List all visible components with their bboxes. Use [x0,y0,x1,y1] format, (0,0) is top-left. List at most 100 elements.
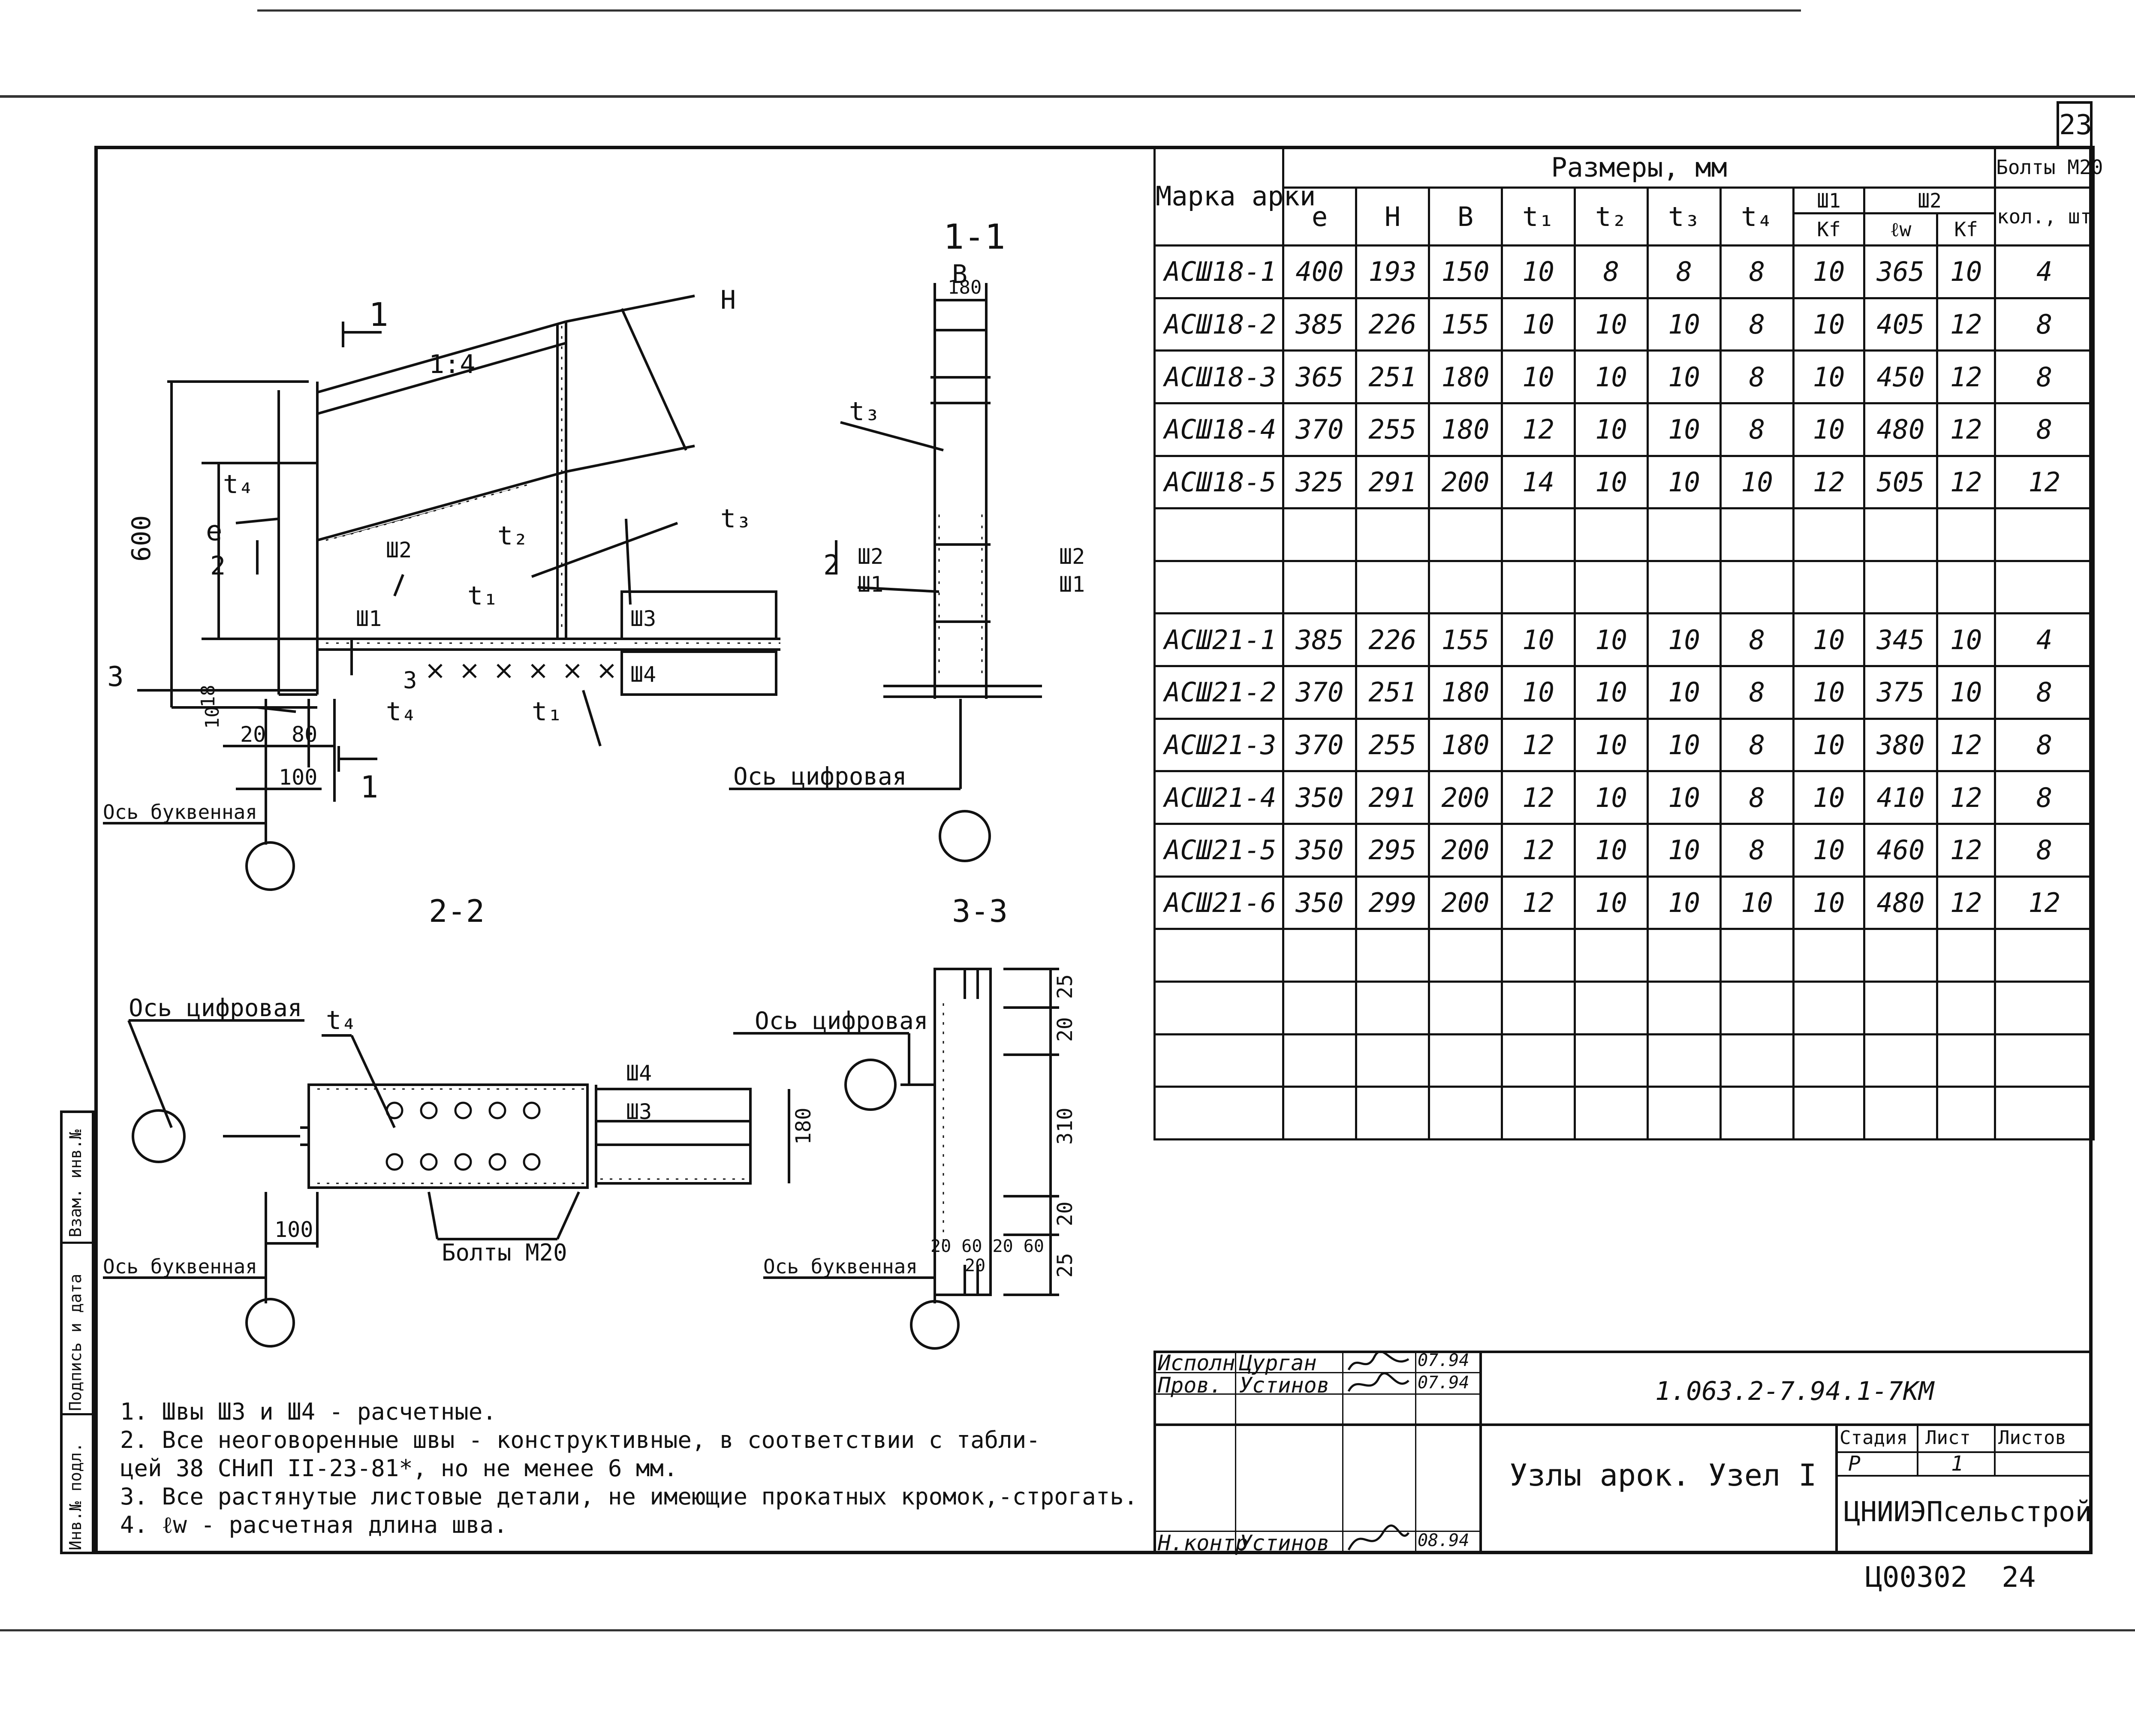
cut-mark-1: 1 [369,295,388,334]
dim-80: 80 [292,722,317,747]
table-cell: 150 [1428,244,1503,299]
table-cell: 10 [1647,823,1722,878]
table-cell [1863,928,1938,983]
col-w1-kf: Kf [1792,212,1865,247]
table-cell: 505 [1863,454,1938,510]
table-cell: 200 [1428,875,1503,930]
table-cell: 10 [1792,349,1865,404]
table-cell: 12 [1936,823,1996,878]
table-cell: 400 [1282,244,1357,299]
arch-mark-cell [1153,980,1284,1035]
table-cell: 350 [1282,875,1357,930]
table-row [1153,928,2095,983]
header-bolts-qty: кол., шт [1994,187,2095,247]
col-t1: t₁ [1501,187,1576,247]
table-cell: 10 [1501,244,1576,299]
slope-label: 1:4 [429,349,475,379]
table-cell: 155 [1428,297,1503,352]
cut-mark-2: 2 [823,550,840,581]
table-cell: 12 [1936,349,1996,404]
table-cell: 8 [1994,823,2095,878]
table-cell [1574,928,1649,983]
section-3-3-label: 3-3 [952,893,1008,929]
table-cell [1936,1033,1996,1088]
label-t4b: t₄ [386,697,417,727]
table-cell: 12 [1792,454,1865,510]
note-2: 2. Все неоговоренные швы - конструктивны… [120,1426,1040,1453]
arch-mark-cell: АСШ18-5 [1153,454,1284,510]
node-drawing: 1-1 2-2 3-3 1:4 1 1 2 2 3 3 600 18 10 20… [103,217,1085,1350]
table-cell: 8 [1574,244,1649,299]
table-cell: 4 [1994,244,2095,299]
side-cell-signature: Подпись и дата [66,1273,85,1411]
table-cell: 226 [1355,612,1430,668]
table-cell [1647,980,1722,1035]
table-cell: 10 [1501,665,1576,720]
table-cell [1574,560,1649,615]
weld-w2: Ш2 [386,538,412,563]
table-cell [1501,507,1576,562]
table-cell: 180 [1428,665,1503,720]
axis-letter-label-3: Ось буквенная [763,1255,918,1278]
weld-w1c: Ш1 [1059,572,1085,597]
table-cell [1863,980,1938,1035]
table-cell [1501,980,1576,1035]
table-cell: 385 [1282,612,1357,668]
table-cell: 10 [1647,349,1722,404]
arch-mark-cell: АСШ21-6 [1153,875,1284,930]
table-cell: 10 [1501,349,1576,404]
table-cell: 10 [1719,454,1795,510]
role-norm-control: Н.контр [1158,1531,1248,1555]
table-cell [1282,560,1357,615]
stage-label: Стадия [1840,1427,1908,1449]
table-cell [1647,507,1722,562]
col-w2: Ш2 [1863,187,1996,214]
dimensions-table: Марка арки Размеры, мм Болты М20 e H B t… [1153,146,2103,1140]
table-cell: 8 [1994,770,2095,825]
col-w2-kf: Kf [1936,212,1996,247]
arch-mark-cell: АСШ18-2 [1153,297,1284,352]
arch-mark-cell: АСШ21-3 [1153,717,1284,773]
side-cell-inventory: Инв.№ подл. [66,1442,85,1550]
note-2-cont: цей 38 СНиП II-23-81*, но не менее 6 мм. [120,1455,678,1482]
table-cell [1936,507,1996,562]
label-t3: t₃ [720,504,751,534]
table-cell: 365 [1282,349,1357,404]
table-cell: 10 [1574,665,1649,720]
table-cell [1936,928,1996,983]
cut-mark-1b: 1 [360,770,378,805]
table-cell: 10 [1647,612,1722,668]
table-cell [1428,560,1503,615]
table-cell [1428,1086,1503,1140]
table-cell: 12 [1501,770,1576,825]
archive-code: Ц00302 24 [1865,1561,2036,1594]
table-cell: 10 [1574,770,1649,825]
table-cell: 10 [1936,665,1996,720]
table-cell: 10 [1574,823,1649,878]
dim-10: 10 [202,706,223,729]
sheets-label: Листов [1998,1427,2066,1449]
dim-20b: 20 [1053,1201,1077,1226]
bolts-label: Болты М20 [442,1239,567,1266]
table-cell: 8 [1719,717,1795,773]
weld-w4: Ш4 [630,662,656,687]
table-cell: 12 [1501,402,1576,457]
table-cell [1719,507,1795,562]
header-bolts: Болты М20 [1994,146,2103,189]
table-cell [1863,507,1938,562]
arch-mark-cell: АСШ21-4 [1153,770,1284,825]
table-cell: 480 [1863,402,1938,457]
table-cell: 10 [1501,612,1576,668]
col-w2-lw: ℓw [1863,212,1938,247]
table-cell: 291 [1355,770,1430,825]
table-cell: 12 [1936,717,1996,773]
dim-bottom: 20 60 20 60 [930,1237,1044,1256]
table-cell [1282,980,1357,1035]
table-cell: 12 [1501,875,1576,930]
date-executor: 07.94 [1418,1351,1470,1370]
label-t1: t₁ [467,581,498,611]
table-cell: 10 [1501,297,1576,352]
